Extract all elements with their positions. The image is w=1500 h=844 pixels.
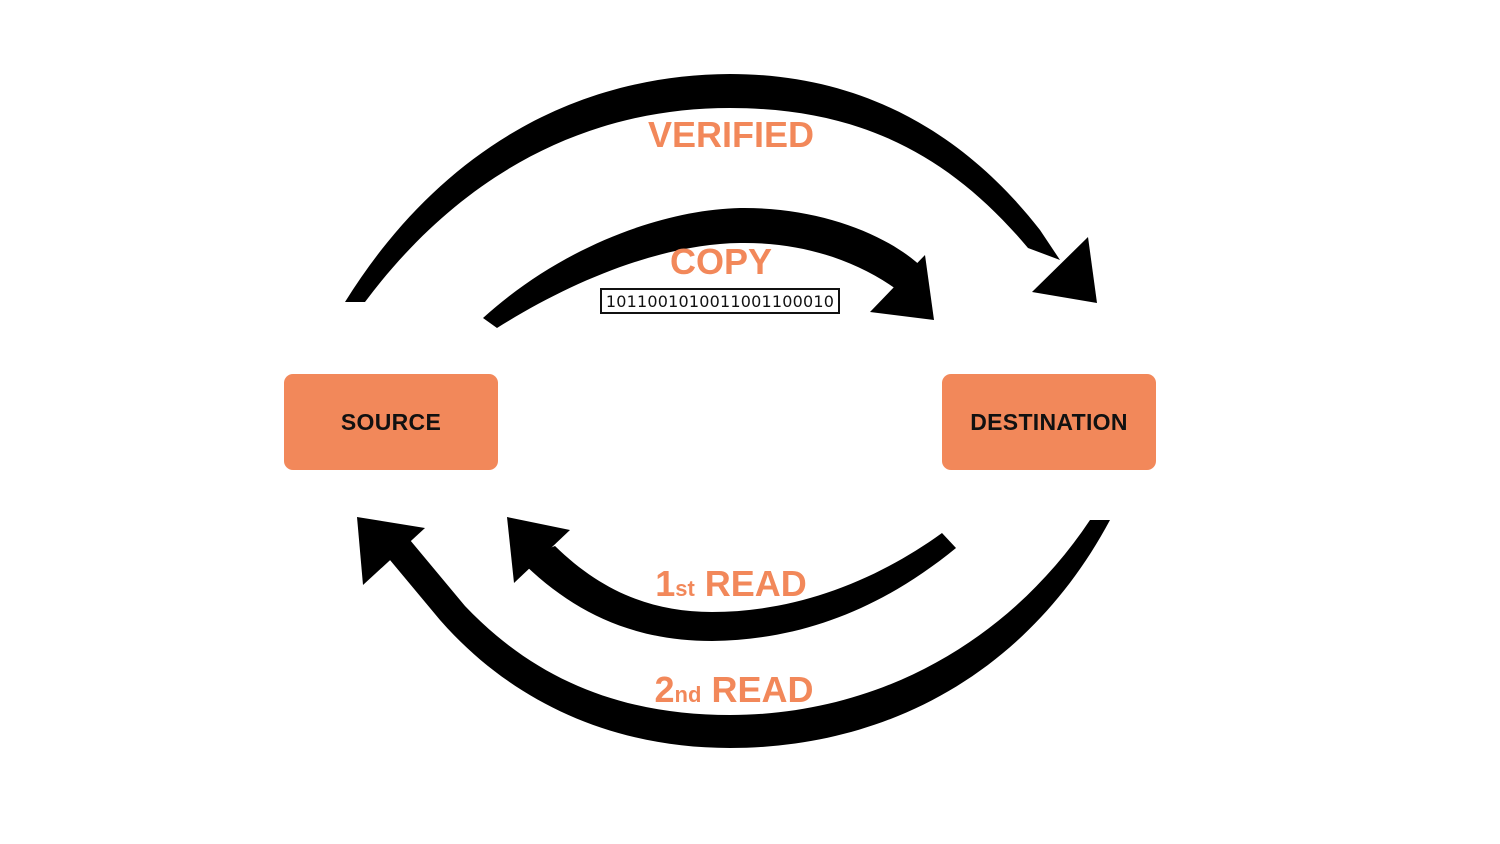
verified-arrow xyxy=(345,74,1097,303)
destination-label: DESTINATION xyxy=(970,408,1128,435)
verified-label: VERIFIED xyxy=(648,117,814,153)
read2-text: READ xyxy=(711,669,814,710)
copy-label: COPY xyxy=(670,244,772,280)
destination-node: DESTINATION xyxy=(942,374,1156,470)
first-read-label: 1st READ xyxy=(655,566,807,602)
copy-text: COPY xyxy=(669,241,773,282)
read2-number: 2 xyxy=(654,669,675,710)
binary-text: 1011001010011001100010 xyxy=(605,291,835,311)
read2-ordinal: nd xyxy=(674,682,702,707)
read1-number: 1 xyxy=(655,563,676,604)
read1-text: READ xyxy=(704,563,807,604)
read2-arrow xyxy=(357,517,1110,748)
source-label: SOURCE xyxy=(340,408,442,435)
copy-arrow xyxy=(483,207,934,328)
read1-ordinal: st xyxy=(675,576,695,601)
source-node: SOURCE xyxy=(284,374,498,470)
binary-data-box: 1011001010011001100010 xyxy=(600,288,840,314)
second-read-label: 2nd READ xyxy=(655,672,814,708)
read1-arrow xyxy=(507,517,956,641)
verified-text: VERIFIED xyxy=(647,114,815,155)
